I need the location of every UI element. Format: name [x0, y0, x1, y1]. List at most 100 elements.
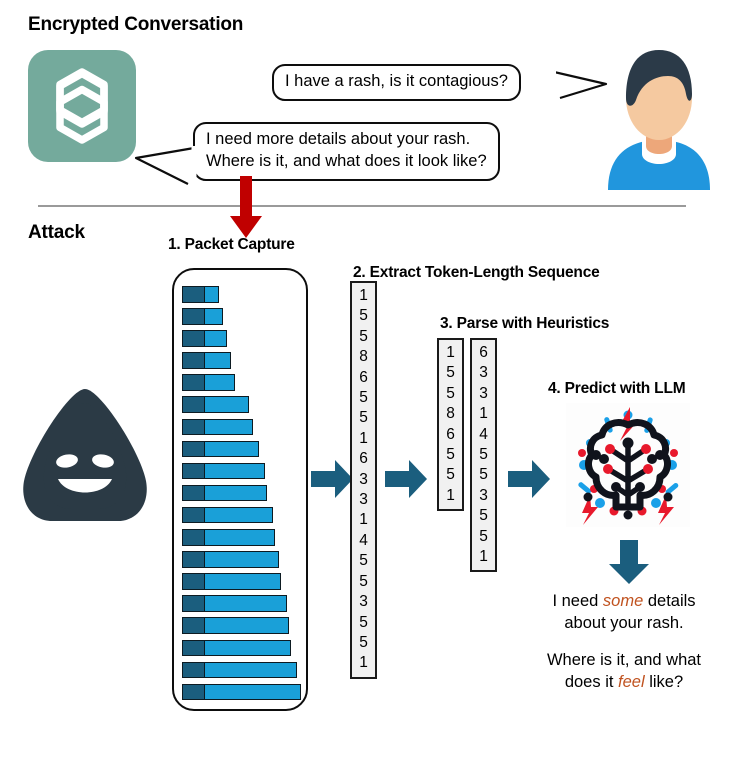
packet-row [182, 617, 304, 634]
packet-payload-segment [205, 308, 223, 325]
packet-header-segment [182, 484, 205, 502]
assistant-bubble-tail-icon [134, 146, 197, 186]
prediction-text-2: about your rash. [564, 614, 684, 633]
packet-payload-segment [205, 506, 273, 524]
token-length-value: 5 [359, 409, 368, 427]
packet-payload-segment [205, 286, 219, 303]
parsed-token-value: 5 [446, 446, 455, 464]
prediction-text-4b: like? [644, 672, 684, 691]
packet-row [182, 462, 304, 480]
parsed-token-value: 3 [479, 364, 488, 382]
packet-payload-segment [205, 330, 227, 347]
token-length-value: 4 [359, 531, 368, 549]
packet-payload-segment [205, 573, 281, 590]
packet-row [182, 661, 304, 679]
packet-header-segment [182, 573, 205, 590]
chatgpt-logo [28, 50, 136, 162]
flow-arrow-2-icon [385, 460, 427, 498]
token-length-value: 3 [359, 470, 368, 488]
packet-row [182, 440, 304, 458]
step-2-title: 2. Extract Token-Length Sequence [353, 264, 600, 281]
packet-header-segment [182, 551, 205, 568]
prediction-text-3: Where is it, and what [546, 650, 702, 669]
token-length-value: 3 [359, 491, 368, 509]
packet-row [182, 308, 304, 325]
parsed-token-value: 1 [479, 405, 488, 423]
packet-row [182, 286, 304, 303]
parsed-token-value: 5 [479, 527, 488, 545]
token-length-value: 5 [359, 613, 368, 631]
token-length-value: 5 [359, 633, 368, 651]
step-4-title: 4. Predict with LLM [548, 380, 686, 397]
packet-header-segment [182, 374, 205, 391]
prediction-sentence-2: Where is it, and what does it feel like? [508, 649, 740, 694]
packet-header-segment [182, 396, 205, 413]
neural-network-brain-icon [566, 403, 690, 527]
packet-row [182, 396, 304, 413]
token-length-value: 6 [359, 450, 368, 468]
packet-header-segment [182, 529, 205, 546]
parsed-token-value: 6 [446, 425, 455, 443]
token-length-value: 5 [359, 307, 368, 325]
prediction-text-1b: details [643, 592, 696, 610]
packet-header-segment [182, 639, 205, 656]
packet-payload-segment [205, 595, 287, 612]
prediction-text-4a: does it [564, 672, 619, 691]
packet-row [182, 330, 304, 347]
packet-header-segment [182, 330, 205, 347]
parsed-token-value: 8 [446, 405, 455, 423]
step-3-title: 3. Parse with Heuristics [440, 315, 610, 332]
packet-row [182, 352, 304, 369]
prediction-sentence-1: I need some details about your rash. [508, 590, 740, 635]
packet-header-segment [182, 595, 205, 612]
packet-list [182, 286, 304, 706]
parsed-token-value: 1 [446, 486, 455, 504]
packet-row [182, 551, 304, 568]
packet-header-segment [182, 661, 205, 679]
parsed-token-value: 1 [446, 344, 455, 361]
packet-header-segment [182, 506, 205, 524]
user-bubble-tail-icon [554, 70, 608, 100]
token-length-value: 6 [359, 368, 368, 386]
token-length-value: 5 [359, 552, 368, 570]
packet-payload-segment [205, 551, 279, 568]
parsed-token-value: 4 [479, 425, 488, 443]
packet-payload-segment [205, 484, 267, 502]
token-length-value: 8 [359, 348, 368, 366]
packet-payload-segment [205, 418, 253, 436]
packet-row [182, 595, 304, 612]
prediction-guess-some: some [602, 592, 644, 610]
token-length-value: 5 [359, 572, 368, 590]
parsed-token-value: 6 [479, 344, 488, 361]
page-title: Encrypted Conversation [28, 14, 244, 35]
packet-payload-segment [205, 352, 231, 369]
assistant-message-line-2: Where is it, and what does it look like? [206, 151, 487, 170]
packet-row [182, 418, 304, 436]
packet-header-segment [182, 418, 205, 436]
parsed-token-value: 5 [479, 466, 488, 484]
assistant-message-line-1: I need more details about your rash. [206, 130, 471, 148]
parsed-token-value: 1 [479, 548, 488, 566]
packet-payload-segment [205, 617, 289, 634]
parsed-token-value: 5 [479, 507, 488, 525]
token-length-value: 5 [359, 327, 368, 345]
llm-brain-graphic-icon [578, 407, 679, 525]
hooded-attacker-icon [20, 385, 150, 525]
packet-payload-segment [205, 683, 301, 701]
packet-row [182, 484, 304, 502]
packet-header-segment [182, 440, 205, 458]
packet-payload-segment [205, 639, 291, 656]
packet-header-segment [182, 286, 205, 303]
parsed-token-value: 3 [479, 384, 488, 402]
prediction-text-1a: I need [552, 592, 603, 610]
prediction-output: I need some details about your rash. Whe… [508, 590, 740, 693]
token-length-value: 1 [359, 654, 368, 672]
packet-row [182, 374, 304, 391]
packet-row [182, 639, 304, 656]
token-length-value: 5 [359, 389, 368, 407]
packet-payload-segment [205, 529, 275, 546]
packet-payload-segment [205, 661, 297, 679]
token-length-value: 3 [359, 593, 368, 611]
